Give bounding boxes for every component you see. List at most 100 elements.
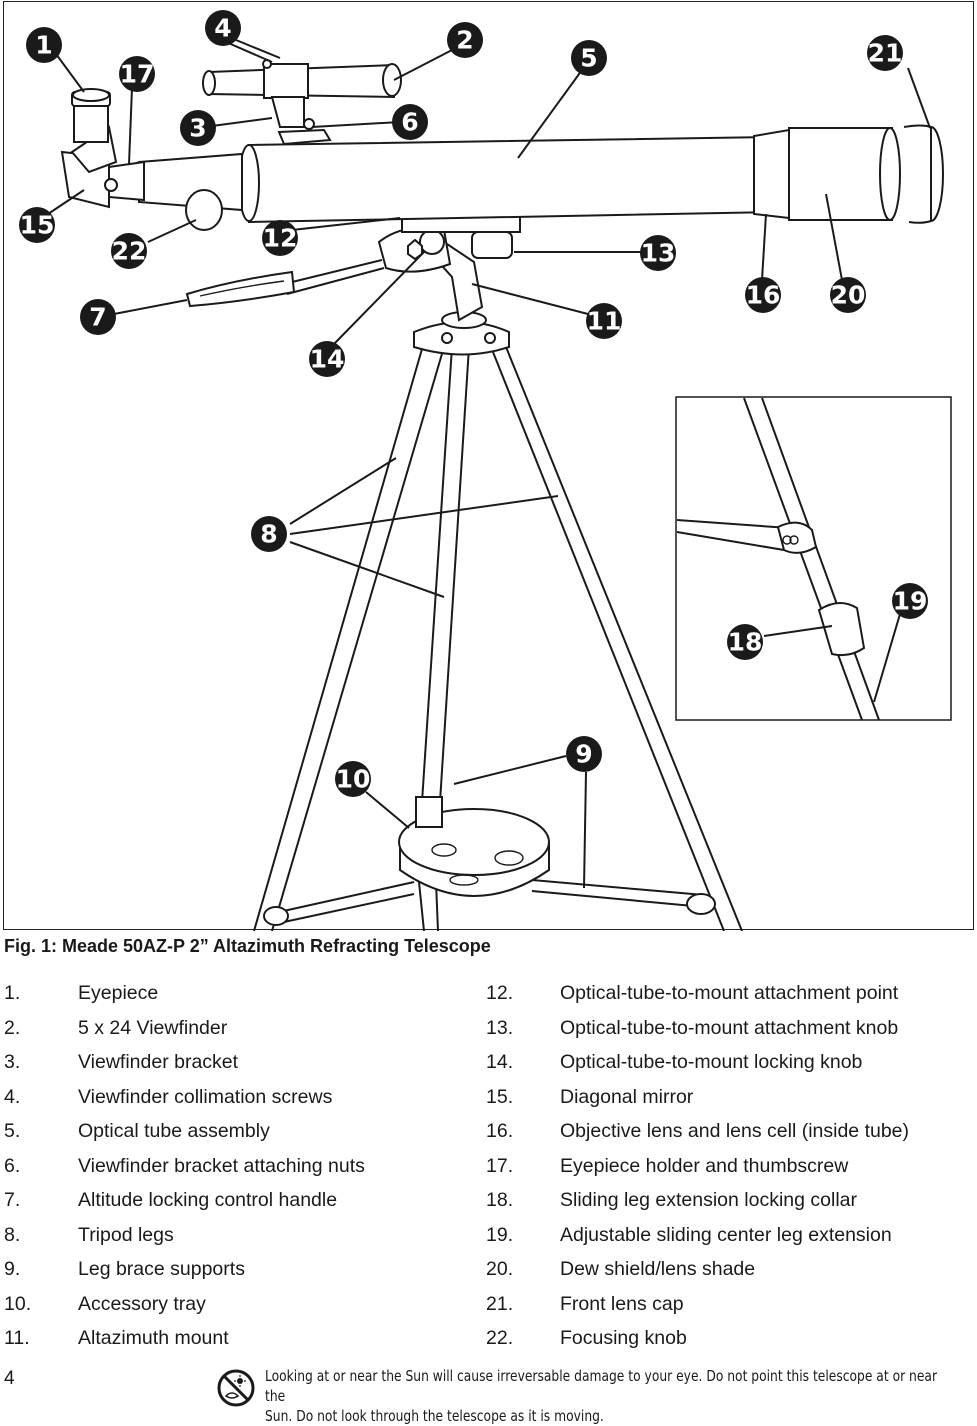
part-label: Front lens cap [560,1292,684,1315]
callout-8: 8 [251,516,287,552]
warning-line-1: Looking at or near the Sun will cause ir… [265,1367,938,1405]
part-number: 20. [486,1258,514,1280]
callout-15: 15 [19,207,55,243]
no-sun-icon [217,1369,255,1407]
part-label: Optical-tube-to-mount attachment point [560,982,899,1004]
part-item: 12. Optical-tube-to-mount attachment poin… [486,982,966,1017]
warning-text: Looking at or near the Sun will cause ir… [265,1366,954,1426]
part-number: 8. [4,1223,21,1246]
part-label: Adjustable sliding center leg extension [560,1223,892,1246]
part-label: Optical-tube-to-mount attachment knob [560,1016,899,1039]
part-item: 2. 5 x 24 Viewfinder [4,1017,484,1052]
part-number: 16. [486,1120,514,1142]
tripod-legs-drawing [253,341,743,931]
part-label: Eyepiece [78,982,159,1004]
callout-16: 16 [745,277,781,313]
part-label: Viewfinder collimation screws [78,1085,333,1108]
part-number: 12. [486,982,514,1004]
svg-text:10: 10 [336,765,371,794]
part-item: 18. Sliding leg extension locking collar [486,1189,966,1224]
svg-text:22: 22 [112,237,147,266]
callout-5: 5 [571,40,607,76]
part-label: Focusing knob [560,1327,687,1349]
part-number: 21. [486,1292,514,1315]
part-label: Tripod legs [78,1223,174,1246]
part-number: 5. [4,1120,21,1142]
part-item: 21. Front lens cap [486,1293,966,1328]
part-number: 18. [486,1189,514,1211]
svg-text:9: 9 [575,740,592,769]
part-label: Sliding leg extension locking collar [560,1189,858,1211]
part-number: 14. [486,1051,514,1073]
svg-text:3: 3 [189,114,206,143]
part-item: 19. Adjustable sliding center leg extensi… [486,1224,966,1259]
callout-20: 20 [830,277,866,313]
part-item: 22. Focusing knob [486,1327,966,1362]
part-item: 20. Dew shield/lens shade [486,1258,966,1293]
part-label: Diagonal mirror [560,1085,694,1108]
part-label: Accessory tray [78,1292,206,1315]
svg-text:20: 20 [831,281,866,310]
part-label: Dew shield/lens shade [560,1258,756,1280]
tripod-head-drawing [413,311,510,356]
callout-17: 17 [119,56,155,92]
part-number: 6. [4,1154,21,1177]
part-label: 5 x 24 Viewfinder [78,1016,228,1039]
callout-3: 3 [180,110,216,146]
part-item: 8. Tripod legs [4,1224,484,1259]
callout-19: 19 [892,583,928,619]
part-item: 7.Altitude locking control handle [4,1189,484,1224]
page-number: 4 [4,1368,15,1389]
callout-2: 2 [447,22,483,58]
svg-text:5: 5 [580,44,597,73]
focuser-drawing [60,88,243,231]
svg-text:4: 4 [214,14,231,43]
svg-text:7: 7 [89,303,106,332]
part-item: 10.Accessory tray [4,1293,484,1328]
part-item: 6.Viewfinder bracket attaching nuts [4,1155,484,1190]
part-number: 4. [4,1085,21,1108]
svg-text:2: 2 [456,26,473,55]
part-label: Leg brace supports [78,1258,245,1280]
part-label: Viewfinder bracket [78,1051,239,1073]
parts-list-right: 12. Optical-tube-to-mount attachment poin… [486,982,966,1362]
leg-braces-drawing [263,879,716,926]
figure-frame: 1 2 3 4 5 6 7 8 [3,1,974,931]
optical-tube-drawing [238,124,944,224]
sun-warning: Looking at or near the Sun will cause ir… [216,1364,956,1425]
warning-line-2: Sun. Do not look through the telescope a… [265,1407,604,1425]
part-label: Altazimuth mount [78,1327,229,1349]
part-number: 22. [486,1327,514,1349]
callout-6: 6 [392,104,428,140]
svg-text:21: 21 [868,39,903,68]
part-number: 11. [4,1327,30,1349]
part-item: 16.Objective lens and lens cell (inside … [486,1120,966,1155]
part-number: 9. [4,1258,21,1280]
callout-7: 7 [80,299,116,335]
parts-list-left: 1.Eyepiece 2.5 x 24 Viewfinder 3.Viewfin… [4,982,484,1362]
svg-text:12: 12 [263,224,298,253]
part-label: Eyepiece holder and thumbscrew [560,1154,849,1177]
part-label: Altitude locking control handle [78,1189,338,1211]
svg-text:17: 17 [120,60,155,89]
callout-18: 18 [727,624,763,660]
callout-9: 9 [566,736,602,772]
part-number: 15. [486,1085,514,1108]
part-number: 17. [486,1154,514,1177]
svg-text:18: 18 [728,628,763,657]
svg-text:8: 8 [260,520,277,549]
mount-drawing [377,207,521,322]
part-number: 19. [486,1223,514,1246]
svg-text:19: 19 [893,587,928,616]
callout-10: 10 [335,761,371,797]
svg-text:16: 16 [746,281,781,310]
inset-detail [675,396,952,721]
part-item: 17. Eyepiece holder and thumbscrew [486,1155,966,1190]
part-item: 11. Altazimuth mount [4,1327,484,1362]
part-item: 4. Viewfinder collimation screws [4,1086,484,1121]
callout-12: 12 [262,220,298,256]
telescope-illustration: 1 2 3 4 5 6 7 8 [19,10,952,931]
callout-21: 21 [867,35,903,71]
part-item: 13.Optical-tube-to-mount attachment knob [486,1017,966,1052]
part-number: 2. [4,1016,21,1039]
